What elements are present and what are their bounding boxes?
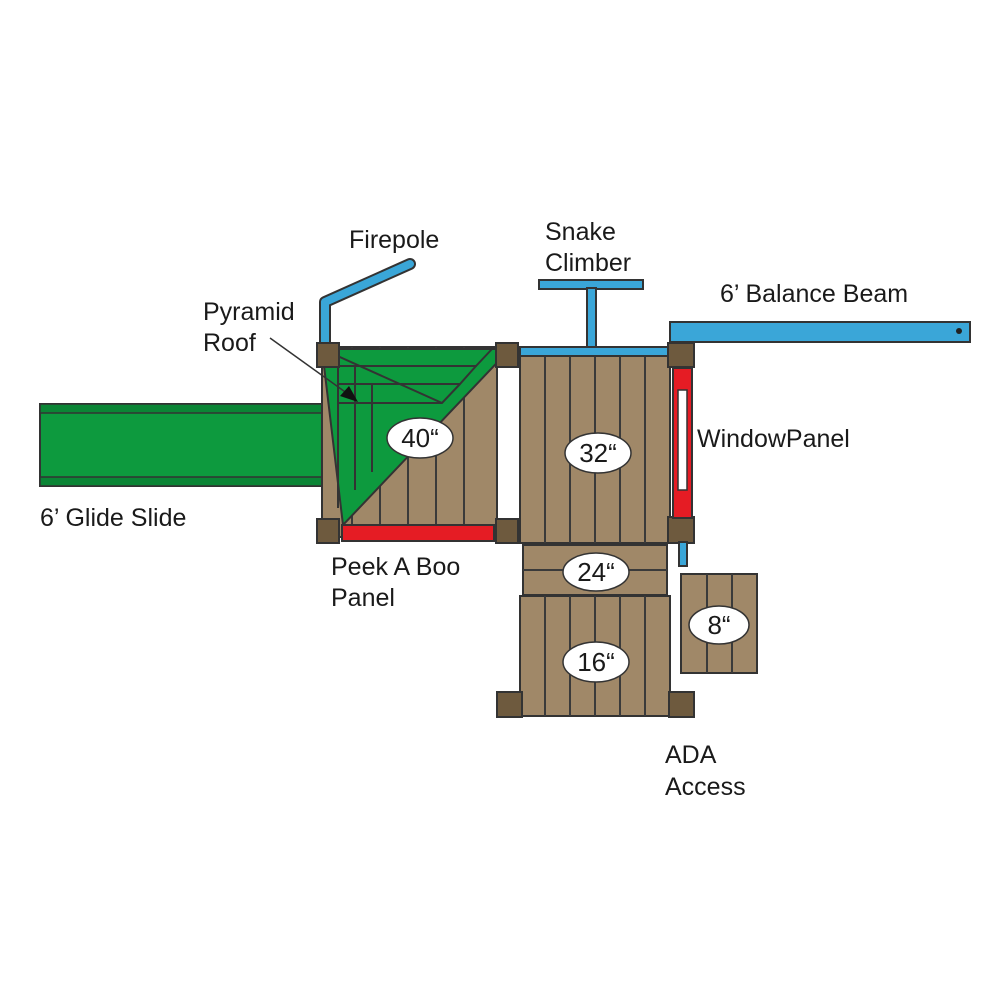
height-label-8: 8“ xyxy=(707,610,730,640)
label-ada-access-2: Access xyxy=(665,773,746,801)
label-ada-access-1: ADA xyxy=(665,741,717,769)
label-peek-a-boo-1: Peek A Boo xyxy=(331,553,460,581)
post xyxy=(496,691,523,718)
height-oval-40 xyxy=(386,417,454,459)
glide-slide xyxy=(39,403,326,487)
window-panel xyxy=(672,367,693,519)
post xyxy=(668,691,695,718)
label-snake-climber-2: Climber xyxy=(545,249,631,277)
post xyxy=(495,342,519,368)
label-peek-a-boo-2: Panel xyxy=(331,584,395,612)
height-oval-24 xyxy=(562,552,630,592)
snake-climber-rail xyxy=(519,346,671,357)
peek-a-boo-panel xyxy=(341,524,495,542)
post xyxy=(667,516,695,544)
label-balance-beam: 6’ Balance Beam xyxy=(720,280,908,308)
snake-climber xyxy=(538,279,644,351)
label-firepole: Firepole xyxy=(349,226,439,254)
height-label-40: 40“ xyxy=(401,423,439,453)
post xyxy=(495,518,519,544)
post xyxy=(316,518,340,544)
height-label-16: 16“ xyxy=(577,647,615,677)
label-window-panel: WindowPanel xyxy=(697,425,850,453)
height-oval-16 xyxy=(562,641,630,683)
label-pyramid-roof-2: Roof xyxy=(203,329,256,357)
label-pyramid-roof-1: Pyramid xyxy=(203,298,295,326)
pyramid-roof-pointer xyxy=(269,337,349,395)
height-oval-8 xyxy=(688,605,750,645)
height-oval-32 xyxy=(564,432,632,474)
label-snake-climber-1: Snake xyxy=(545,218,616,246)
height-label-24: 24“ xyxy=(577,557,615,587)
height-label-32: 32“ xyxy=(579,438,617,468)
post xyxy=(667,342,695,368)
arrow-head-icon xyxy=(340,386,358,402)
firepole xyxy=(319,258,416,351)
label-glide-slide: 6’ Glide Slide xyxy=(40,504,186,532)
ada-rail xyxy=(678,541,688,567)
post xyxy=(316,342,340,368)
balance-beam xyxy=(669,321,971,343)
